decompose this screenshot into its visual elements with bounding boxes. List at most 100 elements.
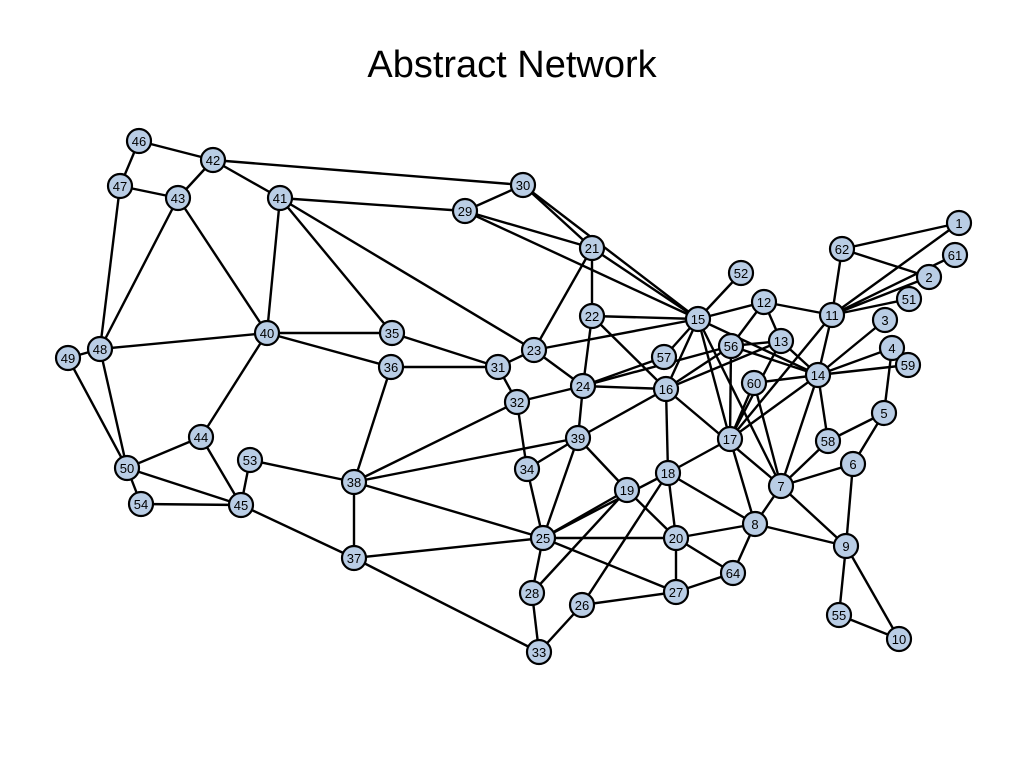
node-55: 55 <box>825 601 853 629</box>
node-label: 2 <box>925 270 932 285</box>
node-label: 30 <box>516 178 530 193</box>
edge-53-38 <box>249 458 355 484</box>
node-circle <box>839 450 867 478</box>
node-circle <box>814 427 842 455</box>
node-circle <box>199 146 227 174</box>
node-56: 56 <box>717 332 745 360</box>
node-label: 33 <box>532 645 546 660</box>
node-circle <box>741 510 769 538</box>
edge-62-2 <box>841 247 930 279</box>
node-label: 19 <box>620 483 634 498</box>
node-circle <box>654 459 682 487</box>
node-circle <box>662 524 690 552</box>
node-22: 22 <box>578 302 606 330</box>
node-label: 44 <box>194 430 208 445</box>
node-circle <box>804 361 832 389</box>
node-label: 57 <box>657 350 671 365</box>
edge-11-1 <box>831 222 960 316</box>
node-5: 5 <box>870 399 898 427</box>
node-circle <box>484 353 512 381</box>
node-circle <box>451 197 479 225</box>
node-26: 26 <box>568 591 596 619</box>
node-label: 20 <box>669 531 683 546</box>
edge-54-45 <box>140 502 242 507</box>
node-circle <box>878 334 906 362</box>
edge-41-40 <box>265 197 282 334</box>
node-label: 4 <box>888 341 895 356</box>
node-label: 10 <box>892 632 906 647</box>
node-label: 27 <box>669 585 683 600</box>
node-46: 46 <box>125 127 153 155</box>
edge-30-15 <box>522 184 699 320</box>
edge-17-8 <box>728 438 757 525</box>
node-18: 18 <box>654 459 682 487</box>
edge-18-8 <box>667 471 756 526</box>
node-circle <box>520 336 548 364</box>
edge-14-59 <box>817 363 909 377</box>
node-6: 6 <box>839 450 867 478</box>
node-label: 52 <box>734 266 748 281</box>
node-label: 55 <box>832 608 846 623</box>
node-circle <box>650 343 678 371</box>
node-label: 40 <box>260 326 274 341</box>
node-circle <box>578 234 606 262</box>
node-label: 25 <box>536 531 550 546</box>
node-label: 32 <box>510 395 524 410</box>
edge-41-29 <box>279 196 466 213</box>
edge-48-50 <box>98 348 129 469</box>
node-label: 35 <box>385 326 399 341</box>
edge-40-44 <box>199 332 269 438</box>
node-15: 15 <box>684 305 712 333</box>
node-circle <box>716 425 744 453</box>
edge-43-48 <box>98 197 180 350</box>
node-label: 1 <box>955 216 962 231</box>
edge-50-45 <box>126 466 242 507</box>
node-circle <box>613 476 641 504</box>
node-label: 47 <box>113 179 127 194</box>
edge-40-36 <box>266 331 392 369</box>
node-circle <box>719 559 747 587</box>
edge-62-1 <box>841 221 960 251</box>
node-circle <box>509 171 537 199</box>
node-circle <box>340 468 368 496</box>
node-label: 45 <box>234 498 248 513</box>
node-4: 4 <box>878 334 906 362</box>
node-circle <box>871 306 899 334</box>
node-47: 47 <box>106 172 134 200</box>
node-circle <box>825 601 853 629</box>
node-circle <box>828 235 856 263</box>
edge-21-23 <box>532 247 594 351</box>
node-42: 42 <box>199 146 227 174</box>
node-16: 16 <box>652 375 680 403</box>
edge-15-7 <box>696 318 783 487</box>
node-circle <box>885 625 913 653</box>
node-34: 34 <box>513 455 541 483</box>
edge-23-15 <box>533 317 699 352</box>
node-label: 39 <box>571 431 585 446</box>
edge-41-35 <box>279 197 393 334</box>
node-circle <box>340 544 368 572</box>
node-circle <box>569 372 597 400</box>
edge-18-26 <box>580 472 670 606</box>
edge-14-4 <box>817 346 893 377</box>
node-label: 61 <box>948 248 962 263</box>
node-circle <box>187 423 215 451</box>
node-label: 23 <box>527 343 541 358</box>
node-circle <box>564 424 592 452</box>
node-37: 37 <box>340 544 368 572</box>
edge-15-17 <box>696 318 732 440</box>
edge-22-16 <box>591 315 667 390</box>
node-label: 12 <box>757 295 771 310</box>
node-label: 8 <box>751 517 758 532</box>
edge-25-18 <box>542 471 669 540</box>
node-23: 23 <box>520 336 548 364</box>
node-33: 33 <box>525 638 553 666</box>
node-label: 42 <box>206 153 220 168</box>
node-30: 30 <box>509 171 537 199</box>
node-circle <box>125 127 153 155</box>
edge-25-27 <box>542 536 677 594</box>
node-label: 49 <box>61 351 75 366</box>
node-label: 53 <box>243 453 257 468</box>
node-label: 24 <box>576 379 590 394</box>
